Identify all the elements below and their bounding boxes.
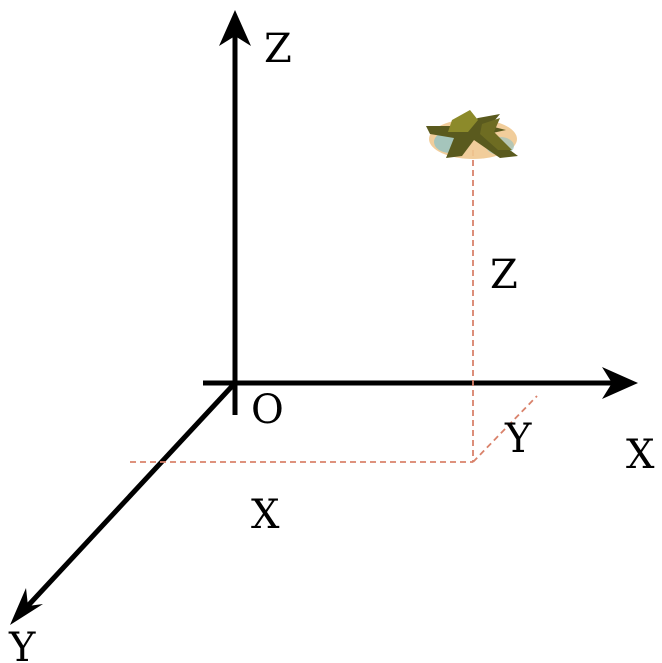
x-axis-label: X	[626, 432, 655, 478]
y-axis	[10, 381, 237, 625]
origin-label: O	[251, 387, 284, 433]
x-axis	[203, 367, 638, 399]
fighter-jet-icon	[426, 110, 518, 159]
x-axis-arrowhead	[602, 367, 638, 399]
z-projection-label: Z	[490, 252, 518, 298]
x-projection-label: X	[251, 492, 280, 538]
projection-lines	[130, 150, 538, 463]
y-axis-arrowhead	[10, 588, 43, 625]
y-axis-label: Y	[8, 625, 36, 663]
y-projection-label: Y	[504, 416, 532, 462]
z-axis	[219, 10, 251, 415]
z-axis-arrowhead	[219, 10, 251, 46]
y-projection-line	[472, 395, 538, 463]
aircraft-wing	[448, 110, 478, 132]
z-axis-label: Z	[264, 26, 292, 72]
aircraft-tail	[480, 118, 512, 150]
